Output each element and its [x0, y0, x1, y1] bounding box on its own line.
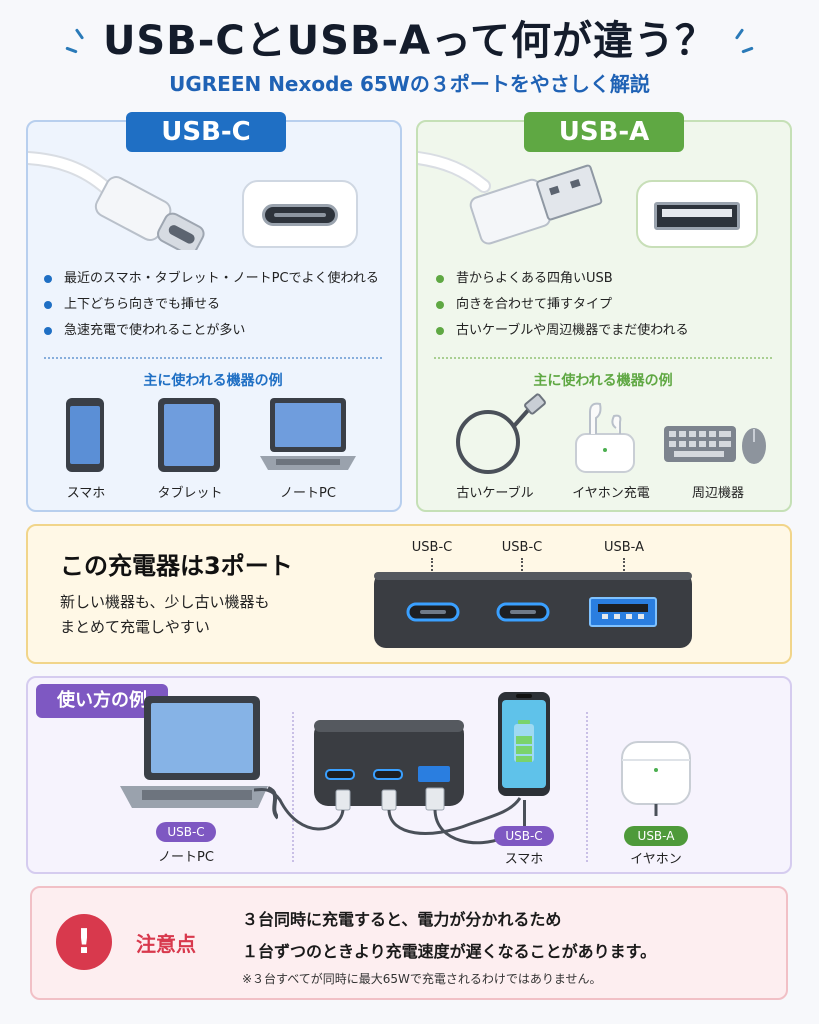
usage-label: スマホ: [504, 852, 544, 867]
warning-note: ※３台すべてが同時に最大65Wで充電されるわけではありません。: [242, 972, 602, 986]
coiled-cable-icon: [456, 393, 546, 474]
warning-title: 注意点: [136, 932, 196, 956]
device-label: スマホ: [66, 486, 106, 501]
laptop-icon: [260, 398, 356, 470]
warning-panel: [30, 886, 788, 1000]
list-item: 昔からよくある四角いUSB: [434, 266, 689, 292]
usage-label: イヤホン: [630, 852, 682, 867]
charger-description: 新しい機器も、少し古い機器も まとめて充電しやすい: [60, 593, 270, 636]
usage-label: ノートPC: [158, 850, 214, 865]
page-title: USB-CとUSB-Aって何が違う？: [102, 18, 717, 64]
usb-a-feature-list: 昔からよくある四角いUSB 向きを合わせて挿すタイプ 古いケーブルや周辺機器でま…: [434, 266, 689, 344]
port-label: USB-A: [604, 540, 644, 555]
charger-title: この充電器は3ポート: [60, 552, 293, 580]
usb-a-tag: USB-A: [524, 112, 684, 152]
keyboard-mouse-icon: [664, 426, 766, 464]
divider: [292, 712, 294, 862]
leader-line: [521, 558, 523, 582]
list-item: 最近のスマホ・タブレット・ノートPCでよく使われる: [42, 266, 379, 292]
earbuds-case-icon: [621, 741, 691, 816]
list-item: 上下どちら向きでも挿せる: [42, 292, 379, 318]
device-label: タブレット: [157, 486, 223, 501]
leader-line: [623, 558, 625, 582]
usb-c-cable-icon: [28, 151, 205, 250]
device-label: イヤホン充電: [572, 486, 650, 501]
tablet-icon: [158, 398, 220, 472]
charger-front-illustration: [374, 572, 692, 648]
port-label: USB-C: [501, 540, 543, 555]
usb-c-tag: USB-C: [126, 112, 286, 152]
usb-c-devices-heading: 主に使われる機器の例: [143, 373, 283, 389]
device-label: 周辺機器: [691, 486, 744, 501]
usb-c-pill: USB-C: [494, 826, 554, 846]
usb-c-port-illustration: [242, 180, 358, 248]
port-label: USB-C: [411, 540, 453, 555]
device-label: ノートPC: [280, 486, 336, 501]
smartphone-icon: [66, 398, 104, 472]
usb-a-port-illustration: [636, 180, 758, 248]
usb-a-pill: USB-A: [624, 826, 688, 846]
divider: [586, 712, 588, 862]
laptop-icon: [120, 696, 278, 820]
leader-line: [431, 558, 433, 582]
usb-c-feature-list: 最近のスマホ・タブレット・ノートPCでよく使われる 上下どちら向きでも挿せる 急…: [42, 266, 379, 344]
usb-a-cable-icon: [418, 151, 603, 245]
page-subtitle: UGREEN Nexode 65Wの３ポートをやさしく解説: [169, 72, 650, 96]
charger-with-cables-illustration: [253, 720, 522, 845]
usb-c-pill: USB-C: [156, 822, 216, 842]
device-label: 古いケーブル: [456, 486, 534, 501]
exclamation-icon: !: [56, 914, 112, 970]
cable-line: [523, 800, 526, 826]
divider: [434, 357, 772, 359]
divider: [44, 357, 382, 359]
usb-a-devices-heading: 主に使われる機器の例: [533, 373, 673, 389]
list-item: 古いケーブルや周辺機器でまだ使われる: [434, 318, 689, 344]
warning-text: ３台同時に充電すると、電力が分かれるため １台ずつのときより充電速度が遅くなるこ…: [242, 910, 657, 961]
smartphone-icon: [498, 692, 550, 796]
earbuds-case-icon: [575, 402, 635, 473]
list-item: 向きを合わせて挿すタイプ: [434, 292, 689, 318]
list-item: 急速充電で使われることが多い: [42, 318, 379, 344]
